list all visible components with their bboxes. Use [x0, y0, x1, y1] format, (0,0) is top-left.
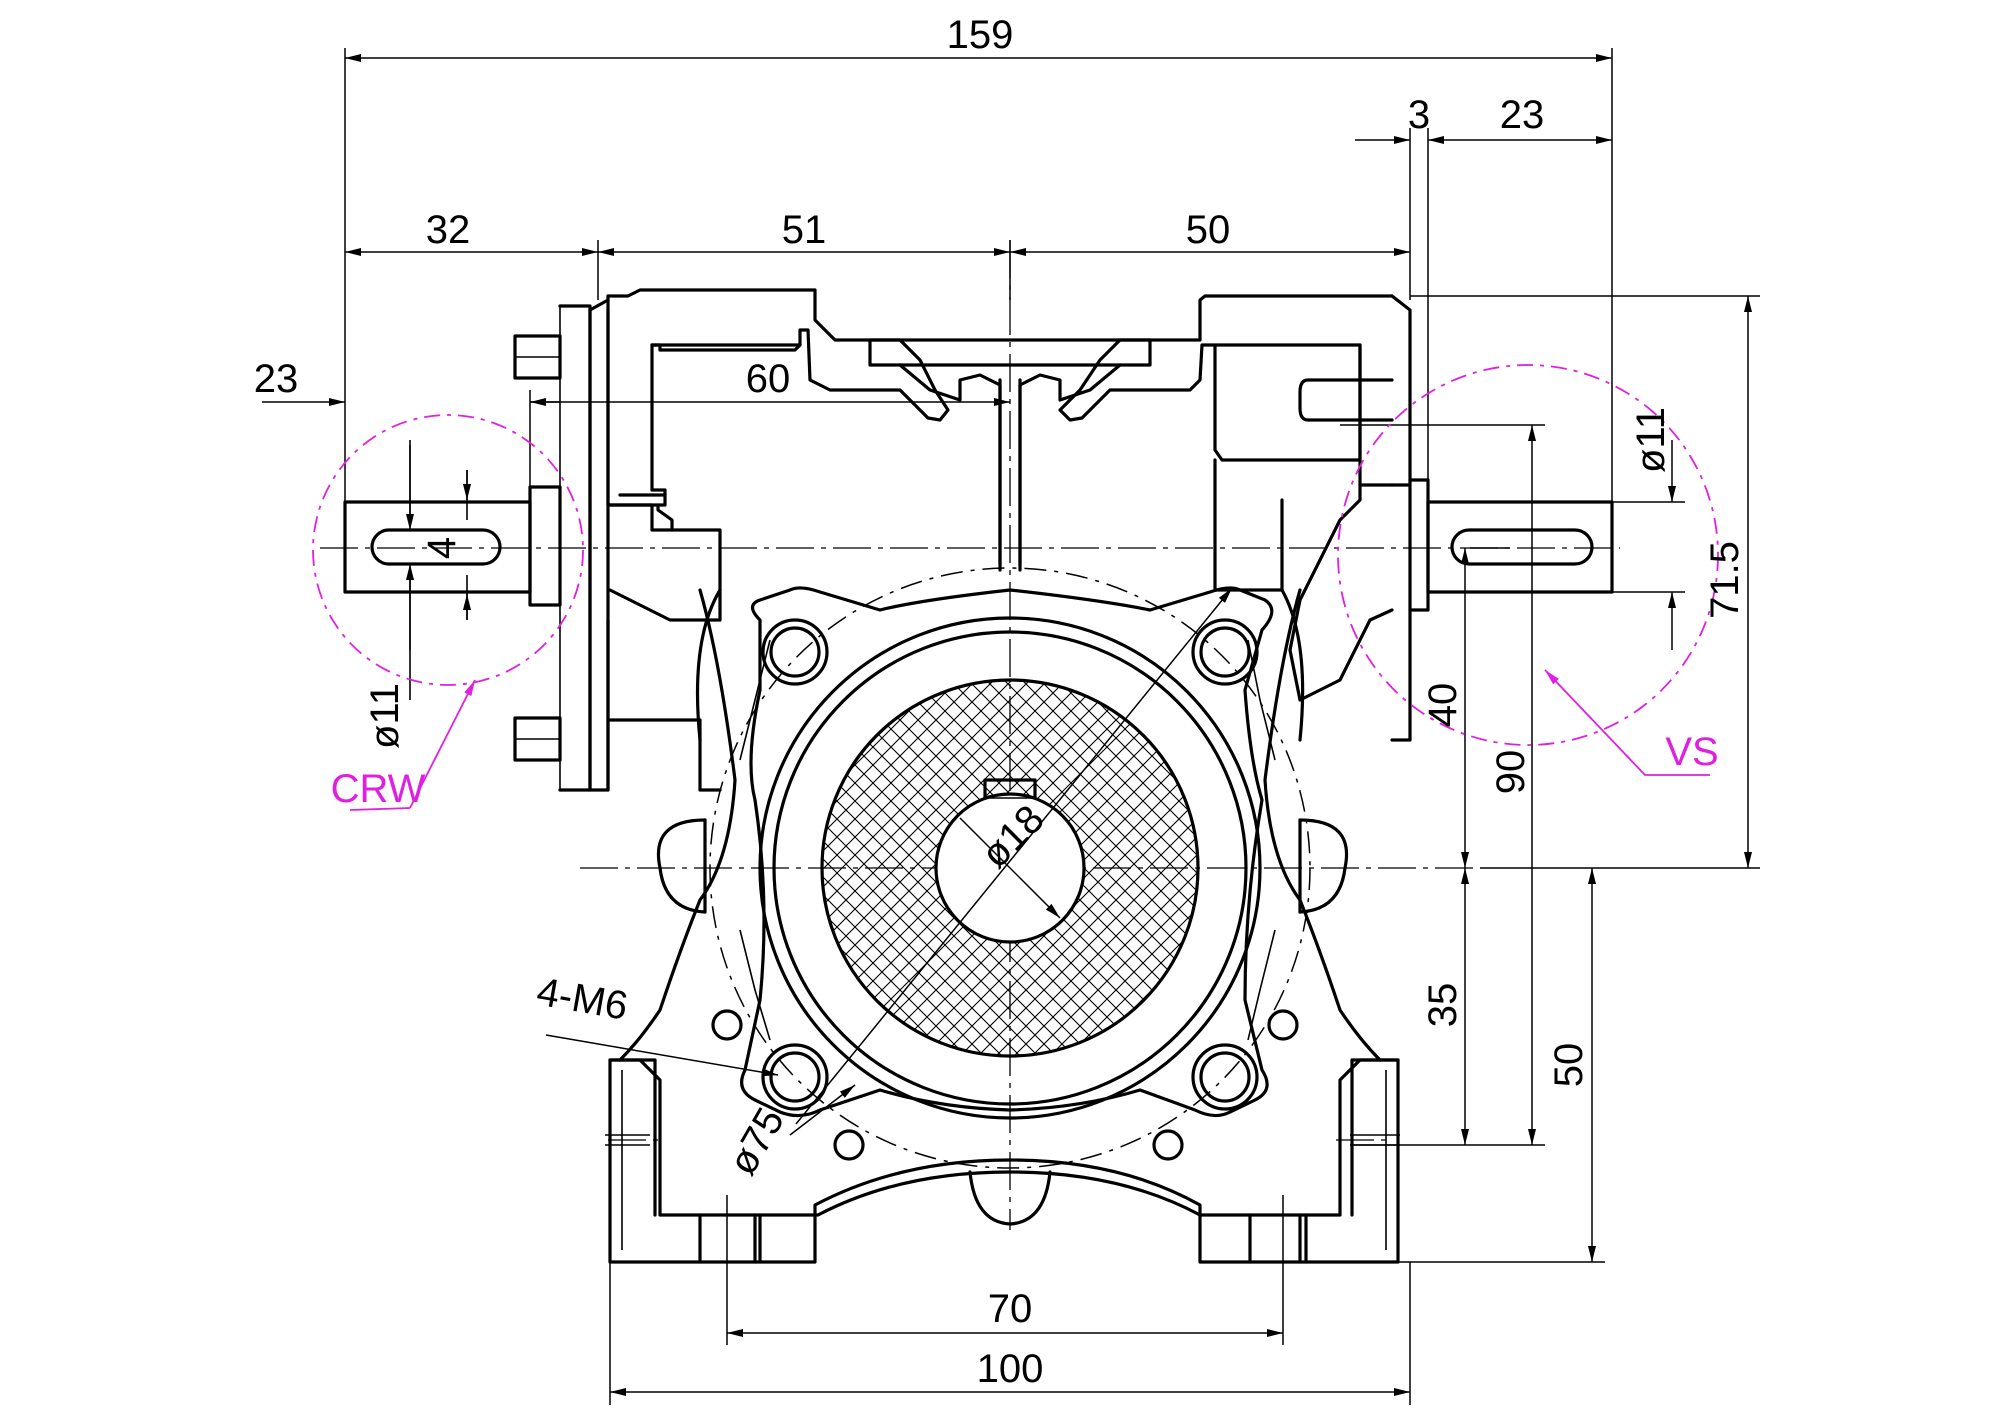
left-input-shaft: [343, 440, 562, 700]
dimension-labels: 159 3 23 32 51 50 23 60 4 ø11 ø11 71.5 4…: [254, 13, 1747, 1391]
callout-labels: CRW VS: [331, 730, 1719, 811]
dim-keyway-width: 4: [420, 537, 464, 559]
dim-right-shaft-length: 23: [1500, 93, 1545, 137]
dim-total-height: 71.5: [1703, 541, 1747, 619]
dim-right-shaft-diameter: ø11: [1629, 407, 1673, 473]
dim-base-hole-spacing: 70: [988, 1287, 1033, 1331]
dim-left-half-width: 51: [782, 208, 827, 252]
dim-left-shaft-length: 23: [254, 357, 299, 401]
bolt-holes: [711, 618, 1299, 1161]
right-output-shaft: [1426, 500, 1614, 594]
dim-center-height: 90: [1489, 750, 1533, 795]
dim-base-width: 100: [977, 1347, 1044, 1391]
dim-center-to-base-35: 35: [1421, 983, 1465, 1028]
dim-left-shaft-diameter: ø11: [363, 683, 407, 749]
dim-center-to-base-50: 50: [1547, 1043, 1591, 1088]
dim-left-offset: 32: [426, 208, 471, 252]
dim-flange-offset: 60: [746, 357, 791, 401]
center-lines: [320, 240, 1620, 1230]
dimension-lines: [262, 48, 1760, 1405]
dim-shaft-to-center: 40: [1421, 683, 1465, 728]
dim-right-half-width: 50: [1186, 208, 1231, 252]
callout-markers: [312, 364, 1719, 811]
gearbox-housing: [513, 288, 1430, 1264]
vs-label: VS: [1665, 730, 1718, 774]
dim-tapped-holes: 4-M6: [534, 970, 631, 1029]
crw-label: CRW: [331, 767, 426, 811]
dim-shaft-gap: 3: [1408, 93, 1430, 137]
dim-overall-width: 159: [947, 13, 1014, 57]
